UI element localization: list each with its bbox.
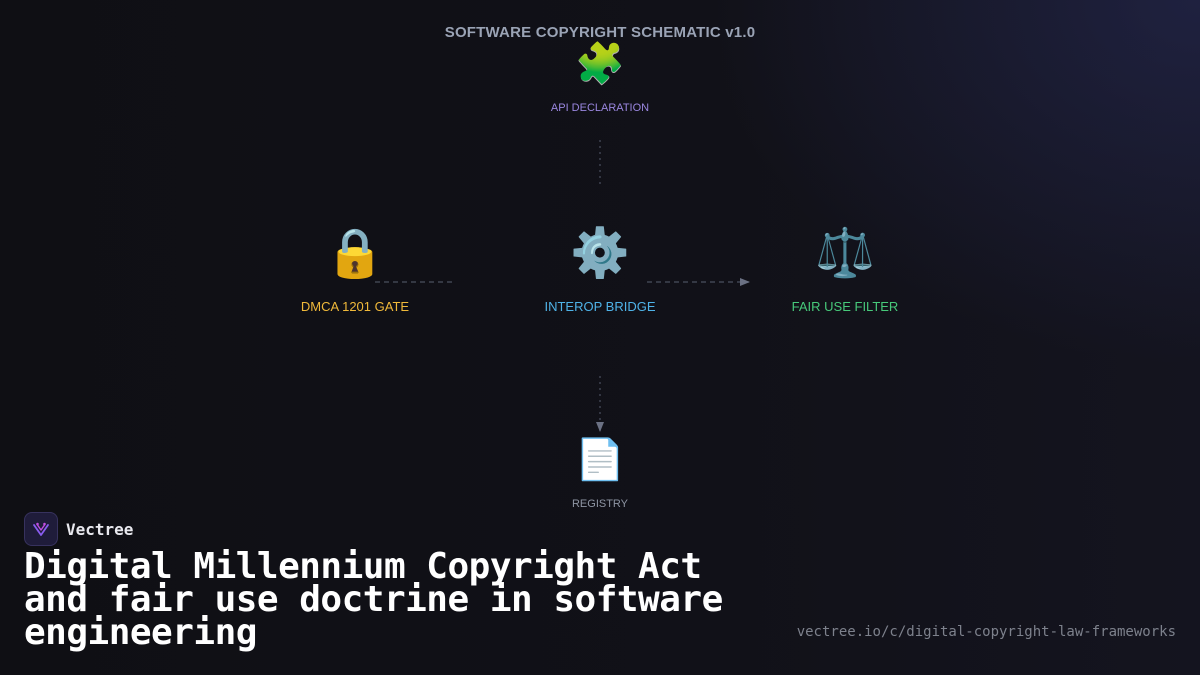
node-interop-bridge: ⚙️ INTEROP BRIDGE (490, 227, 710, 315)
node-registry: 📄 REGISTRY (490, 440, 710, 510)
node-fair-use-filter: ⚖️ FAIR USE FILTER (735, 227, 955, 315)
vectree-logo-icon (24, 512, 58, 546)
node-label-registry: REGISTRY (571, 498, 629, 510)
node-dmca-1201-gate: 🔒 DMCA 1201 GATE (245, 227, 465, 315)
diagram-title: SOFTWARE COPYRIGHT SCHEMATIC v1.0 (444, 24, 756, 41)
node-label-interop-bridge: INTEROP BRIDGE (544, 299, 656, 314)
page-url[interactable]: vectree.io/c/digital-copyright-law-frame… (796, 624, 1176, 640)
brand-name: Vectree (66, 519, 134, 539)
node-api-declaration: 🧩 API DECLARATION (490, 44, 710, 114)
node-label-dmca-1201-gate: DMCA 1201 GATE (300, 299, 410, 314)
page-headline: Digital Millennium Copyright Act and fai… (24, 546, 723, 653)
gear-icon: ⚙️ (570, 227, 630, 280)
balance-scale-icon: ⚖️ (815, 227, 875, 280)
puzzle-piece-icon: 🧩 (575, 42, 625, 86)
brand[interactable]: Vectree (24, 512, 133, 546)
node-label-fair-use-filter: FAIR USE FILTER (791, 299, 899, 314)
document-icon: 📄 (575, 438, 625, 482)
node-label-api-declaration: API DECLARATION (550, 102, 650, 114)
lock-icon: 🔒 (325, 227, 385, 280)
